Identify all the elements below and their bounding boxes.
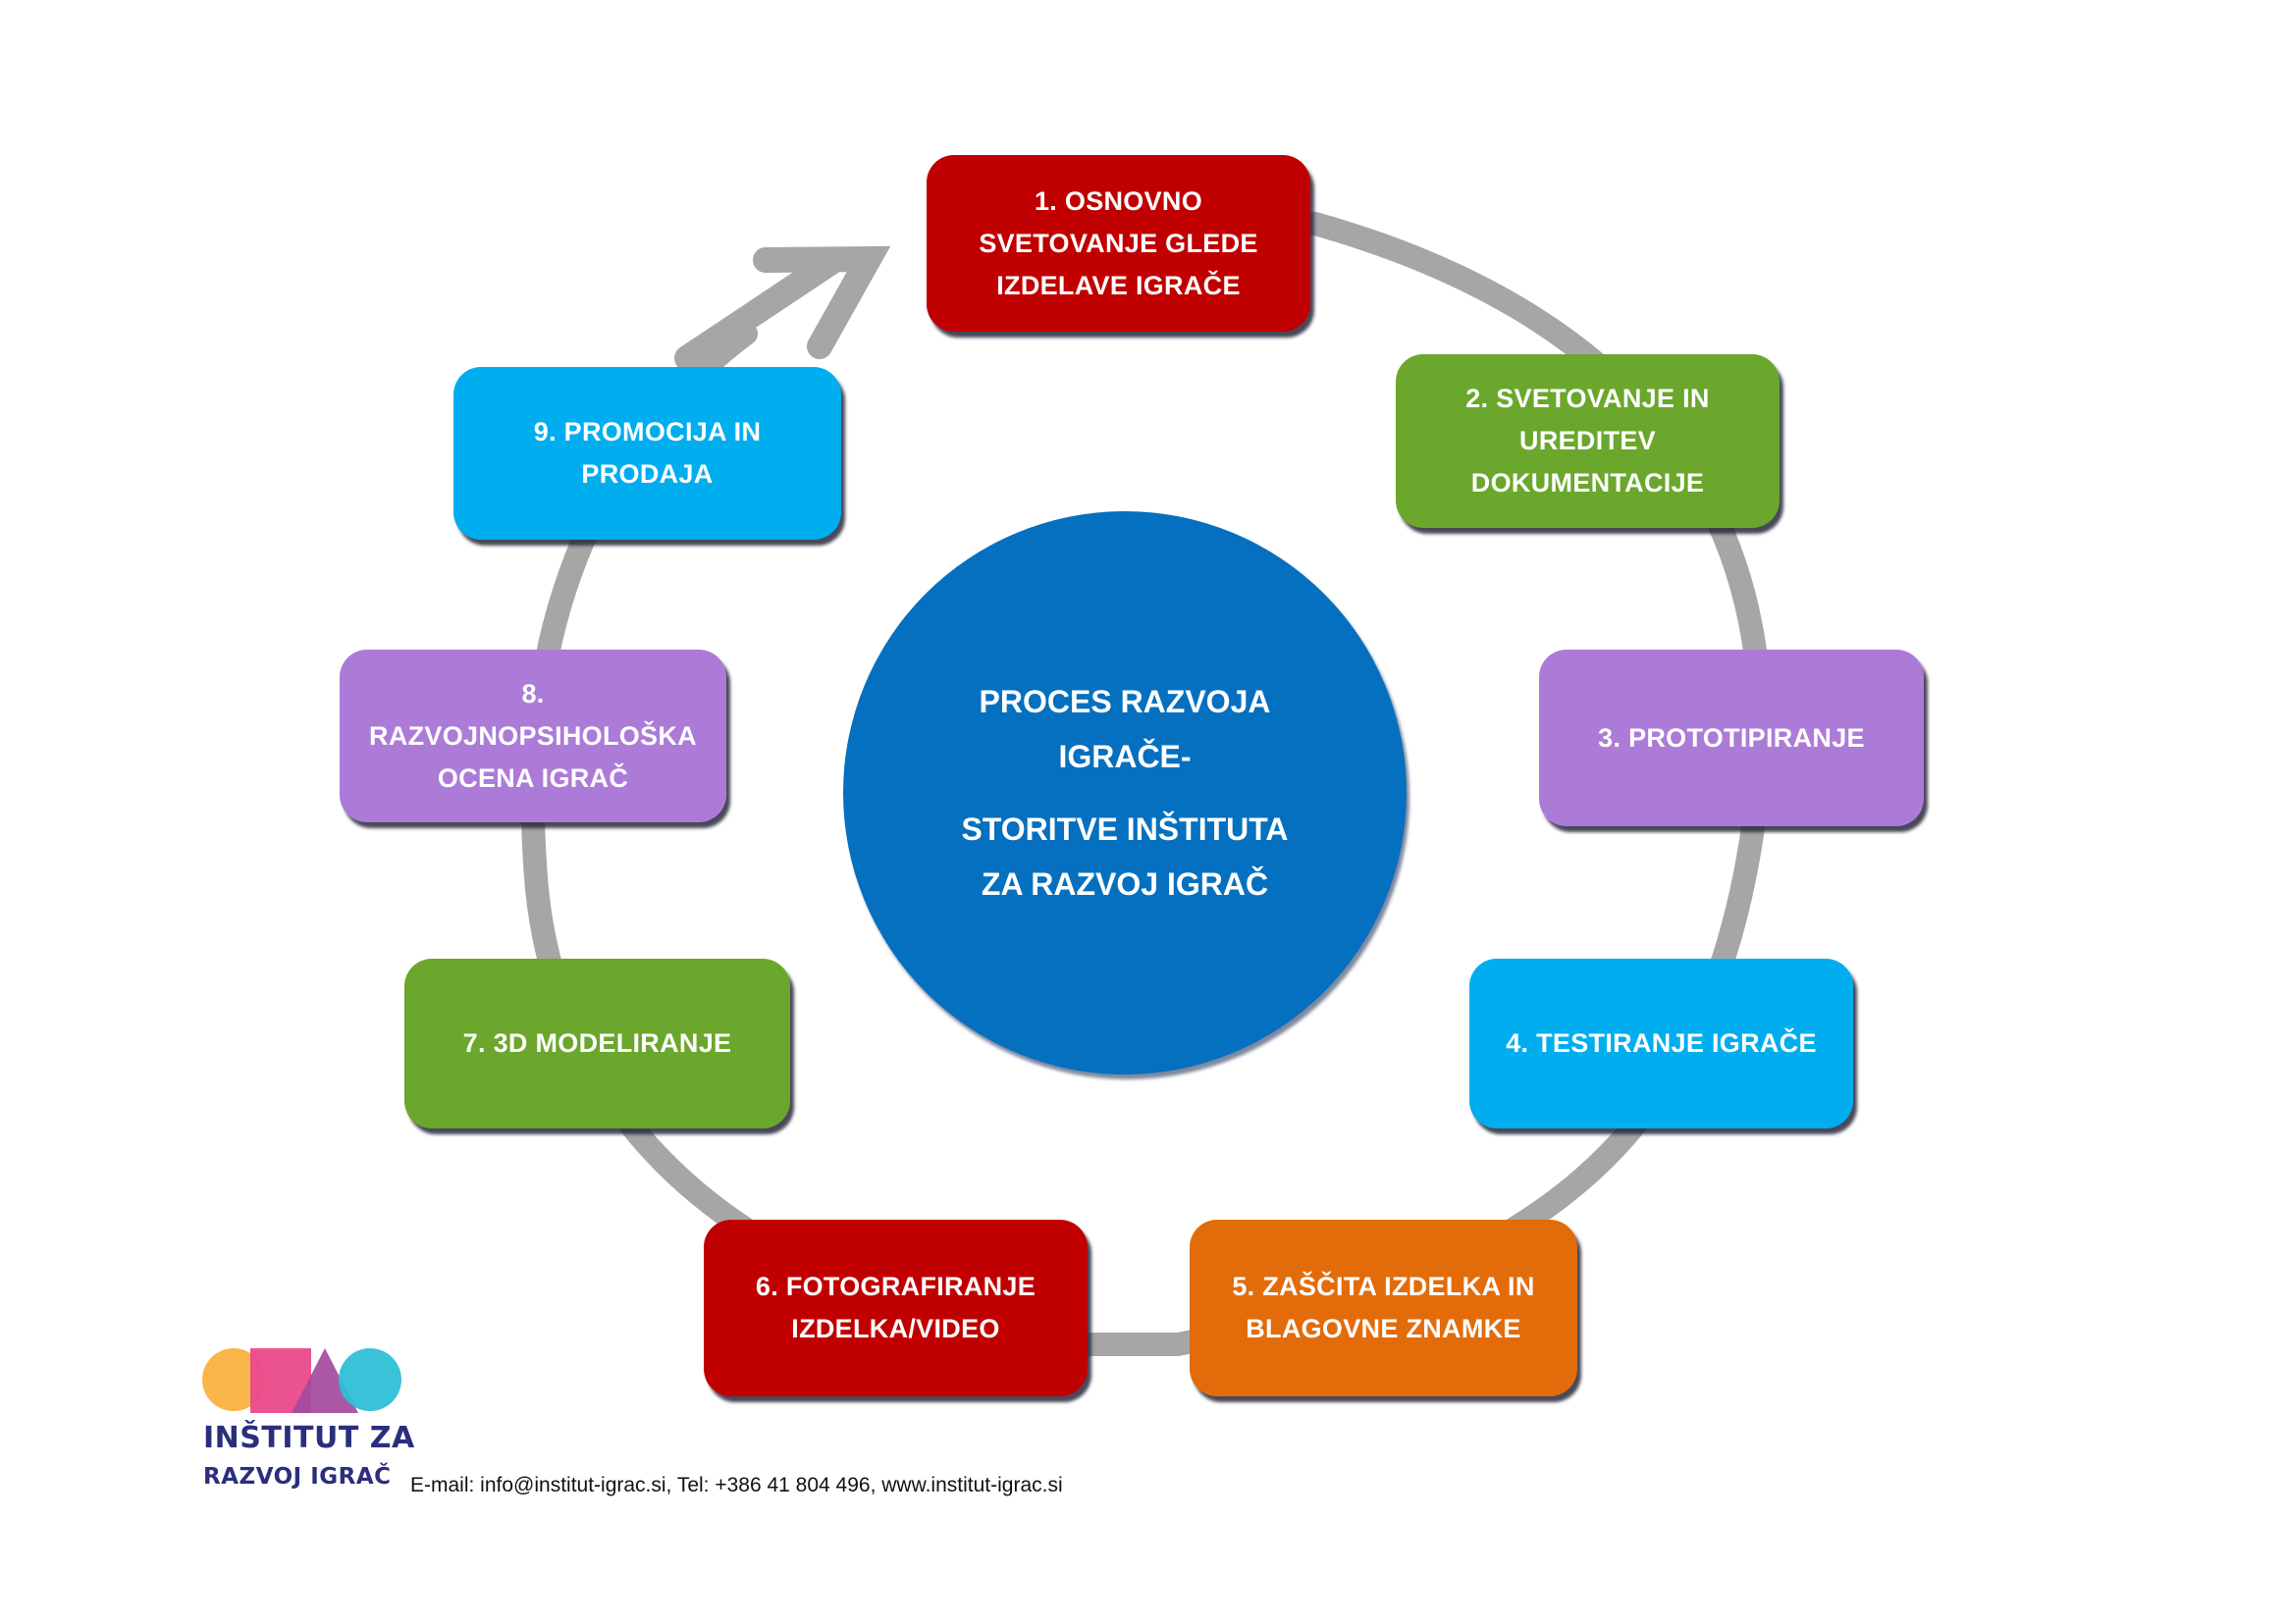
center-title-line-3: STORITVE INŠTITUTA <box>961 812 1289 847</box>
logo-circle-orange <box>202 1348 265 1411</box>
center-title-circle: PROCES RAZVOJA IGRAČE- STORITVE INŠTITUT… <box>843 511 1407 1074</box>
cycle-arrow-head-icon <box>674 245 891 371</box>
logo-circle-cyan <box>339 1348 401 1411</box>
logo-text-line-2: RAZVOJ IGRAČ <box>203 1464 392 1490</box>
step-5-box: 5. ZAŠČITA IZDELKA IN BLAGOVNE ZNAMKE <box>1190 1220 1577 1396</box>
step-2-box: 2. SVETOVANJE IN UREDITEV DOKUMENTACIJE <box>1396 354 1780 528</box>
footer-contact: E-mail: info@institut-igrac.si, Tel: +38… <box>410 1474 1063 1496</box>
logo-text-line-1: INŠTITUT ZA <box>203 1421 415 1455</box>
center-title-line-2: IGRAČE- <box>1058 739 1192 774</box>
step-4-box: 4. TESTIRANJE IGRAČE <box>1469 959 1853 1128</box>
center-title-line-1: PROCES RAZVOJA <box>979 684 1271 719</box>
step-3-box: 3. PROTOTIPIRANJE <box>1539 650 1924 826</box>
step-9-box: 9. PROMOCIJA IN PRODAJA <box>453 367 841 540</box>
logo-triangle-purple <box>292 1348 358 1413</box>
center-title-line-4: ZA RAZVOJ IGRAČ <box>981 866 1269 902</box>
step-6-box: 6. FOTOGRAFIRANJE IZDELKA/VIDEO <box>704 1220 1088 1396</box>
step-8-box: 8. RAZVOJNOPSIHOLOŠKA OCENA IGRAČ <box>340 650 726 822</box>
step-7-box: 7. 3D MODELIRANJE <box>404 959 790 1128</box>
step-1-box: 1. OSNOVNO SVETOVANJE GLEDE IZDELAVE IGR… <box>927 155 1310 332</box>
institute-logo-icon <box>202 1348 401 1413</box>
